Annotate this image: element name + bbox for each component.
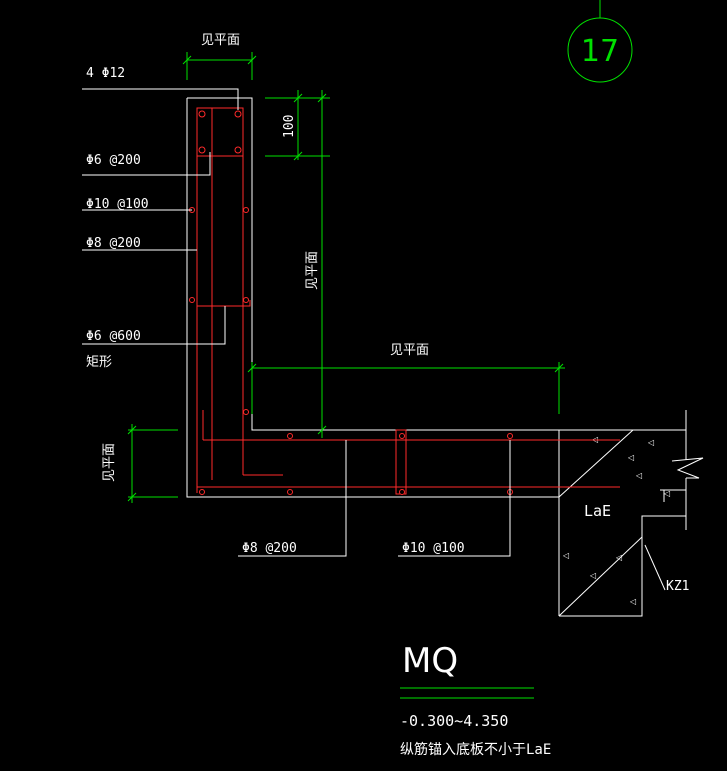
base-bar-2-label: Φ10 @100 [402, 541, 465, 556]
elevation-range: -0.300~4.350 [400, 712, 508, 730]
svg-text:◁: ◁ [589, 571, 596, 580]
horizontal-bar-label: Φ8 @200 [86, 236, 141, 251]
svg-text:◁: ◁ [663, 489, 670, 498]
stirrup-label: Φ6 @200 [86, 153, 141, 168]
anchor-label: LaE [584, 502, 611, 520]
concrete-outline [186, 97, 704, 617]
dimensions [127, 52, 565, 503]
top-bars-label: 4 Φ12 [86, 66, 125, 81]
tie-shape-label: 矩形 [86, 355, 112, 370]
column-label: KZ1 [666, 579, 689, 594]
tie-label: Φ6 @600 [86, 329, 141, 344]
left-dim-ref-label: 见平面 [102, 443, 117, 482]
dim-100-label: 100 [282, 115, 297, 138]
concrete-hatch: ◁ ◁ ◁ ◁ ◁ ◁ ◁ ◁ ◁ [562, 435, 670, 606]
detail-callout: 17 [567, 0, 633, 83]
svg-text:◁: ◁ [629, 597, 636, 606]
base-bar-1-label: Φ8 @200 [242, 541, 297, 556]
svg-text:◁: ◁ [562, 551, 569, 560]
vertical-dim-ref-label: 见平面 [305, 251, 320, 290]
detail-number: 17 [581, 34, 619, 69]
drawing-title: MQ [402, 641, 458, 681]
top-dim-ref-label: 见平面 [201, 33, 240, 48]
svg-text:◁: ◁ [615, 553, 622, 562]
svg-text:◁: ◁ [635, 471, 642, 480]
horizontal-dim-ref-label: 见平面 [390, 343, 429, 358]
leader-lines [82, 88, 666, 591]
annotations: 见平面 4 Φ12 100 Φ6 @200 Φ10 @100 Φ8 @200 见… [86, 33, 689, 594]
svg-text:◁: ◁ [627, 453, 634, 462]
reinforcement [189, 107, 620, 495]
svg-text:◁: ◁ [647, 438, 654, 447]
vertical-bar-label: Φ10 @100 [86, 197, 149, 212]
anchorage-note: 纵筋锚入底板不小于LaE [400, 741, 551, 758]
title-block: MQ -0.300~4.350 纵筋锚入底板不小于LaE [400, 641, 551, 758]
